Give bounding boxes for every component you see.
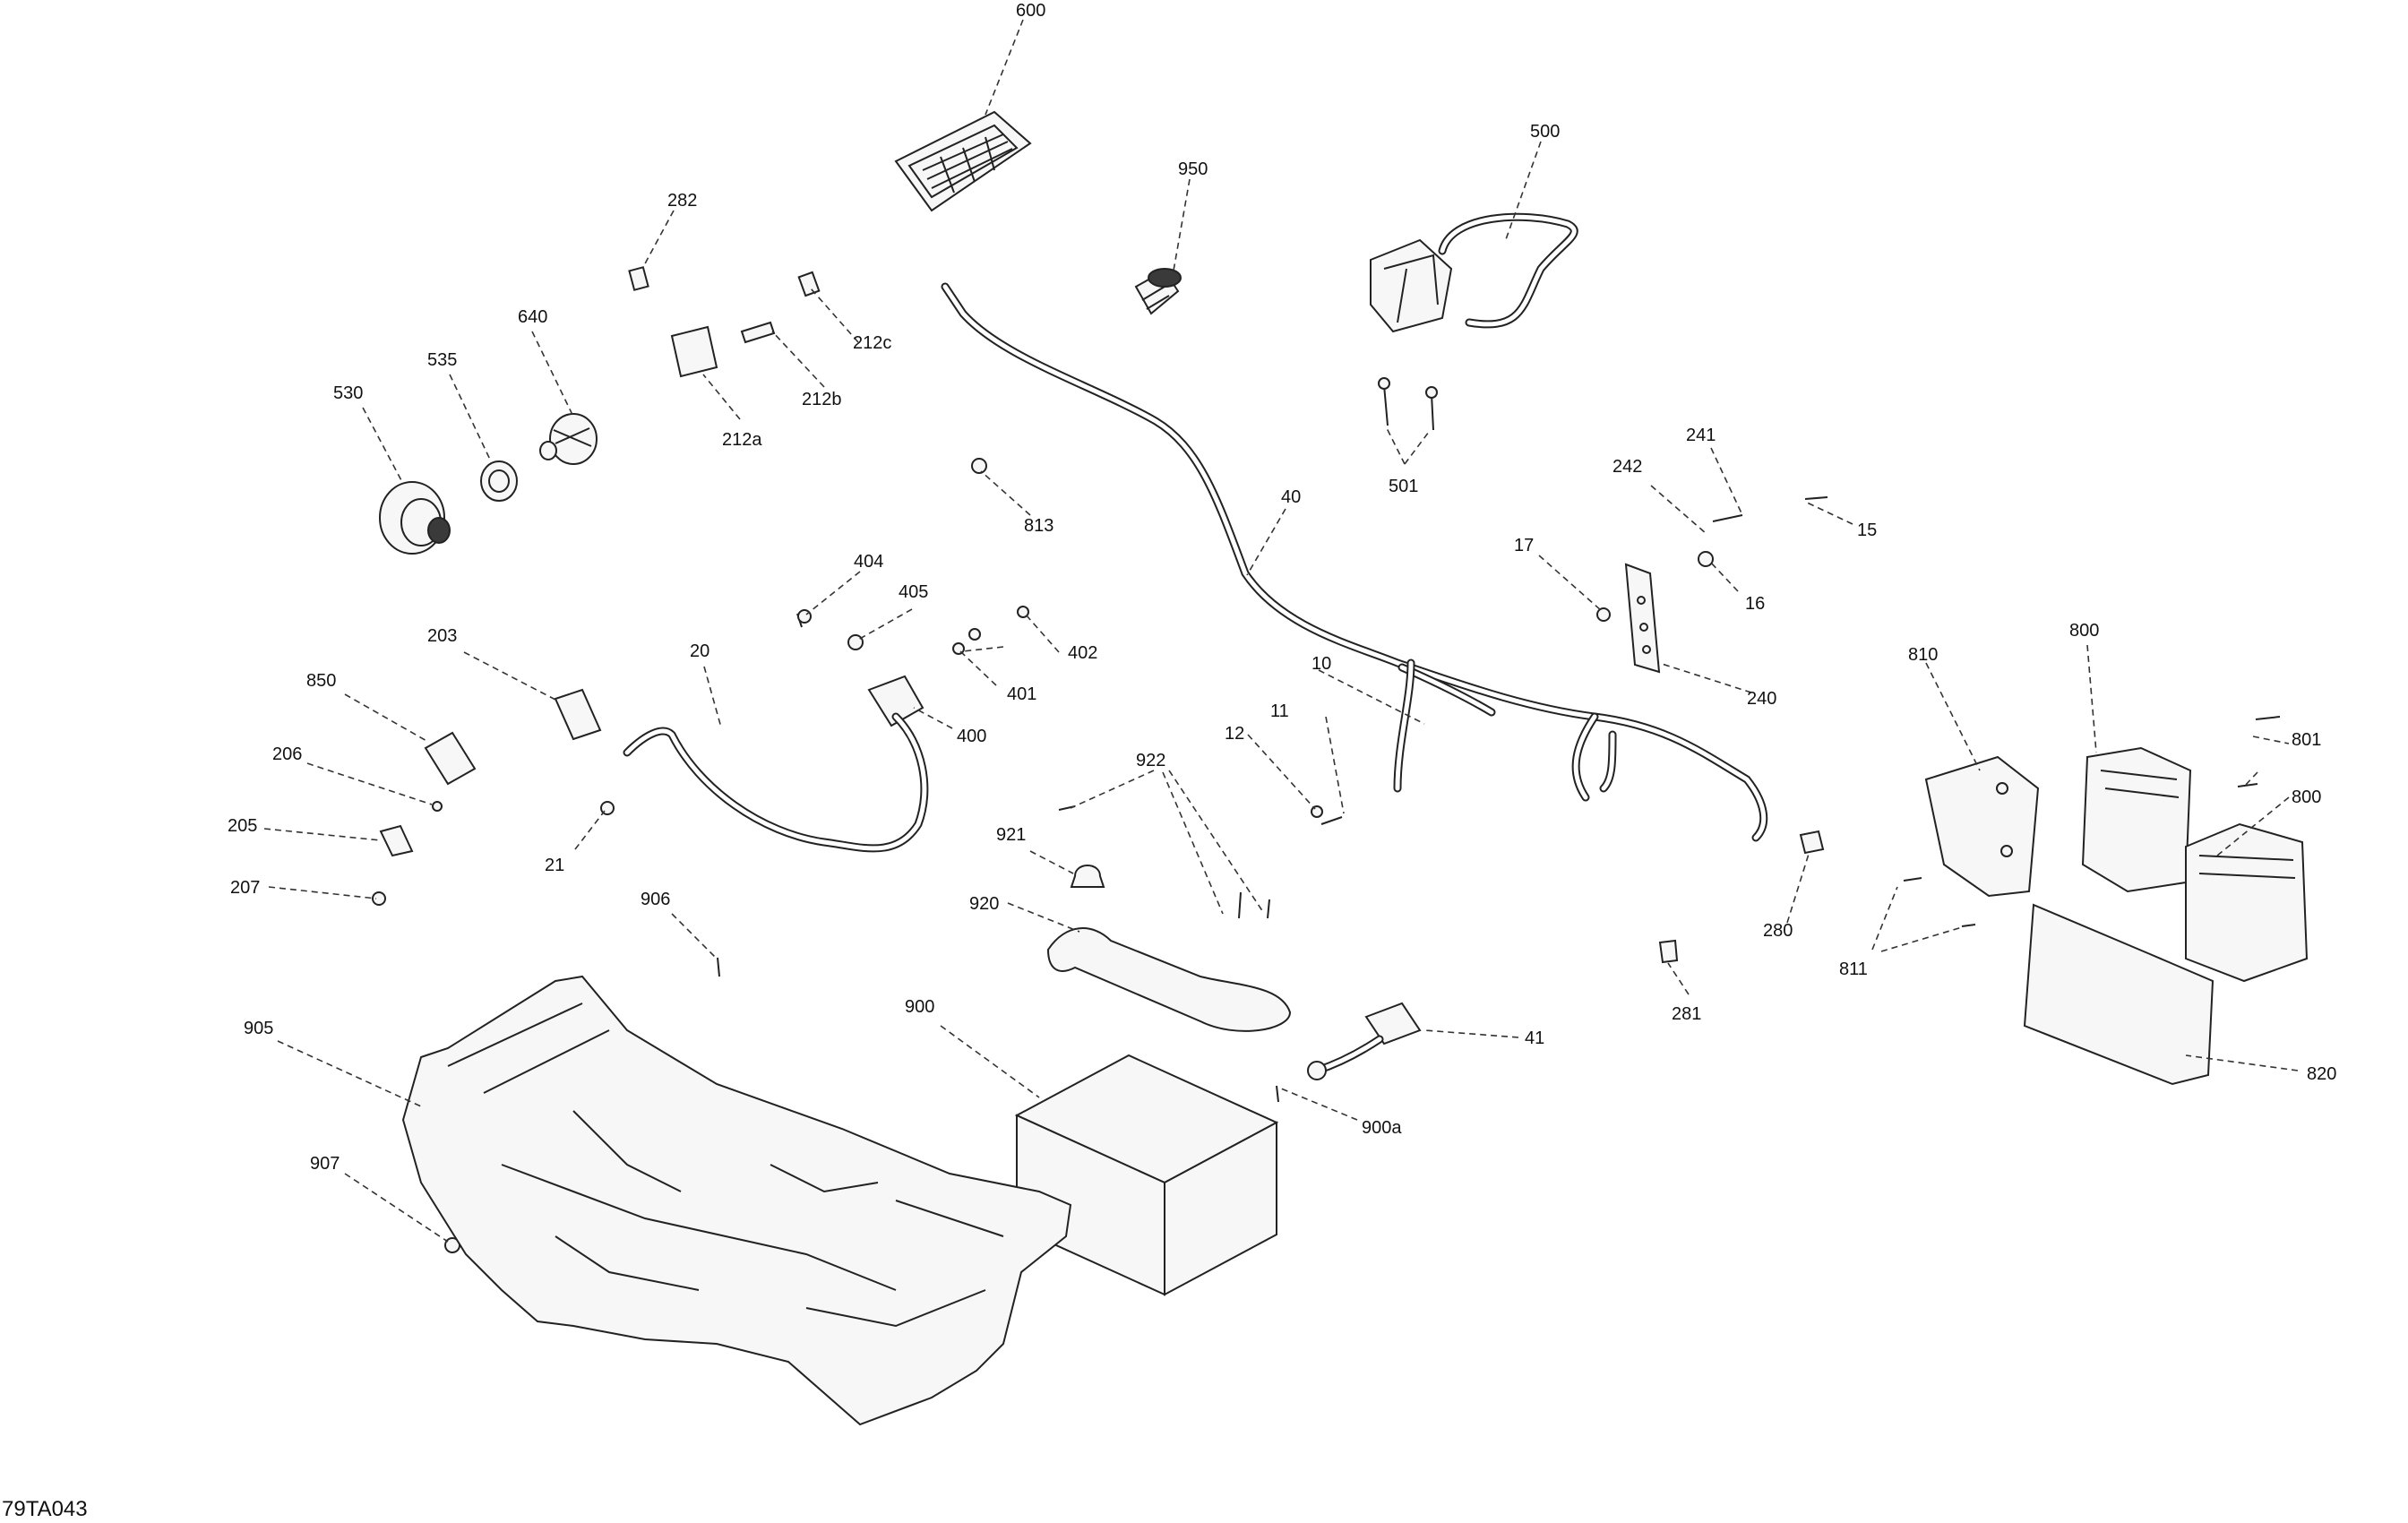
callout-922: 922 (1136, 751, 1165, 770)
callout-530: 530 (333, 383, 363, 403)
callout-280: 280 (1763, 921, 1793, 941)
callout-950: 950 (1178, 159, 1208, 179)
callout-212b: 212b (802, 390, 842, 409)
part-900-battery (1014, 1054, 1279, 1296)
callout-207: 207 (230, 878, 260, 898)
callout-401: 401 (1007, 684, 1036, 704)
part-950-socket (1134, 268, 1182, 315)
callout-labels: 600 950 500 282 212c 212b 212a 640 535 5… (2, 1, 2336, 1521)
callout-400: 400 (957, 727, 986, 746)
callout-15: 15 (1857, 521, 1877, 540)
callout-801: 801 (2292, 730, 2321, 750)
callout-900: 900 (905, 997, 934, 1017)
callout-920: 920 (969, 894, 999, 914)
callout-41: 41 (1525, 1028, 1544, 1048)
callout-640: 640 (518, 307, 547, 327)
part-810-bracket (1924, 755, 2040, 898)
part-905-battery-tray (401, 975, 1072, 1426)
part-921-cap (1070, 865, 1105, 888)
callout-205: 205 (228, 816, 257, 836)
callout-535: 535 (427, 350, 457, 370)
callout-404: 404 (854, 552, 883, 572)
part-535-nut-ring (480, 460, 518, 502)
part-212c-connector (797, 271, 821, 297)
callout-17: 17 (1514, 536, 1534, 555)
callout-906: 906 (641, 890, 670, 909)
callout-16: 16 (1745, 594, 1765, 614)
callout-11: 11 (1270, 701, 1289, 721)
callout-813: 813 (1024, 516, 1054, 536)
part-400-solenoid-cable (623, 675, 929, 853)
callout-20: 20 (690, 641, 710, 661)
callout-907: 907 (310, 1154, 340, 1174)
callout-242: 242 (1612, 457, 1642, 477)
callout-282: 282 (667, 191, 697, 211)
diagram-reference-code: 79TA043 (2, 1497, 88, 1521)
callout-501: 501 (1389, 477, 1418, 496)
part-small-hardware (372, 458, 2281, 1253)
callout-212c: 212c (853, 333, 891, 353)
part-41-battery-cable (1307, 1002, 1422, 1080)
part-212a-relay (670, 325, 718, 378)
callout-905: 905 (244, 1019, 273, 1038)
leader-lines (263, 19, 2299, 1243)
part-10-ground-cable (1393, 658, 1415, 793)
callout-820: 820 (2307, 1064, 2336, 1084)
callout-405: 405 (899, 582, 928, 602)
part-282-connector (628, 266, 649, 291)
callout-850: 850 (306, 671, 336, 691)
part-600-fuse-box (894, 110, 1032, 212)
callout-900a: 900a (1362, 1118, 1402, 1138)
callout-811: 811 (1839, 959, 1868, 979)
part-203-clip (554, 688, 602, 741)
part-920-bracket (1046, 927, 1292, 1032)
callout-402: 402 (1068, 643, 1097, 663)
callout-800-lower: 800 (2292, 787, 2321, 807)
callout-810: 810 (1908, 645, 1938, 665)
part-820-cover (2023, 903, 2214, 1086)
callout-800-upper: 800 (2069, 621, 2099, 641)
callout-12: 12 (1225, 724, 1244, 744)
part-40-main-harness (941, 282, 1768, 842)
part-205-clip (379, 824, 414, 857)
callout-10: 10 (1312, 654, 1331, 674)
part-240-bracket (1624, 563, 1661, 674)
callout-281: 281 (1672, 1004, 1701, 1024)
callout-212a: 212a (722, 430, 762, 450)
callout-206: 206 (272, 744, 302, 764)
callout-500: 500 (1530, 122, 1560, 142)
part-212b-fuse (740, 321, 776, 344)
part-800-modules (2081, 746, 2309, 983)
part-850-module (424, 731, 477, 786)
callout-600: 600 (1016, 1, 1045, 21)
part-500-switch-harness (1370, 212, 1578, 333)
callout-21: 21 (545, 856, 564, 875)
callout-40: 40 (1281, 487, 1301, 507)
part-530-gauge (379, 481, 451, 555)
callout-240: 240 (1747, 689, 1776, 709)
callout-241: 241 (1686, 426, 1716, 445)
part-501-screws (1378, 377, 1438, 431)
part-640-plug (539, 413, 598, 465)
callout-921: 921 (996, 825, 1026, 845)
callout-203: 203 (427, 626, 457, 646)
